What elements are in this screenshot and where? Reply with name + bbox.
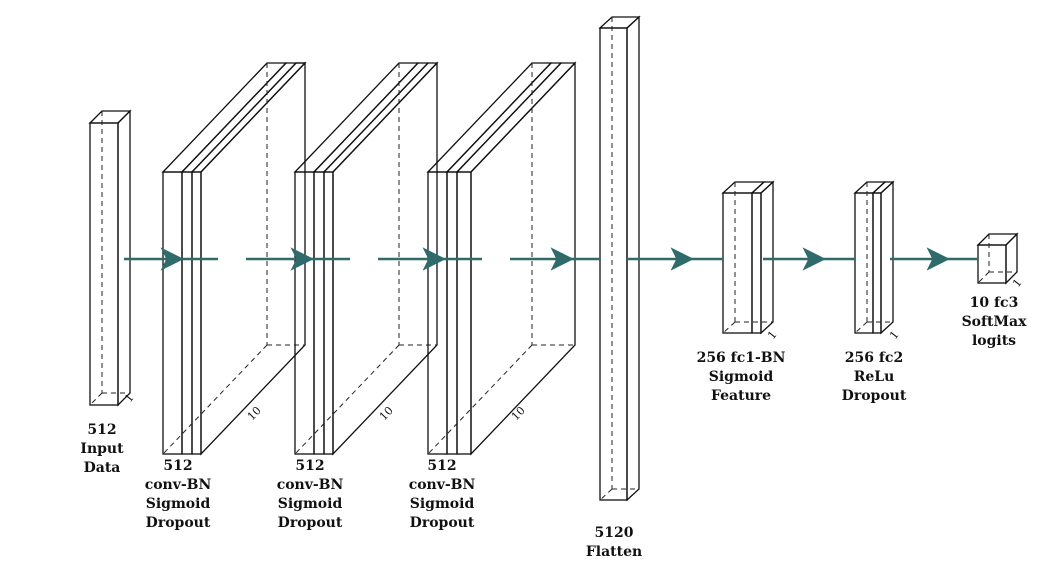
fc3-block: 1 [976,232,1025,290]
input-label: 512 Input Data [80,422,124,476]
svg-text:Sigmoid: Sigmoid [410,496,475,512]
svg-text:256 fc2: 256 fc2 [845,350,903,366]
fc1-label: 256 fc1-BN Sigmoid Feature [697,350,786,404]
svg-text:Input: Input [80,441,124,457]
svg-text:Dropout: Dropout [842,388,907,404]
svg-text:conv-BN: conv-BN [145,477,212,493]
fc-slab [854,192,874,334]
svg-text:SoftMax: SoftMax [962,314,1028,330]
fc2-depth-label: 1 [887,328,902,342]
svg-text:Flatten: Flatten [586,544,642,560]
svg-text:ReLu: ReLu [854,369,895,385]
fc2-label: 256 fc2 ReLu Dropout [842,350,907,404]
conv-depth-label-1: 10 [245,404,264,423]
fc1-depth-label: 1 [765,328,780,342]
svg-text:256 fc1-BN: 256 fc1-BN [697,350,786,366]
conv-depth-label-3: 10 [509,404,528,423]
flatten-block [598,15,641,502]
bn-slab [181,171,193,455]
svg-text:Data: Data [84,460,121,476]
svg-text:5120: 5120 [595,525,634,541]
svg-text:Dropout: Dropout [410,515,475,531]
fc2-block: 1 [853,180,902,342]
svg-text:512: 512 [163,458,192,474]
svg-text:conv-BN: conv-BN [409,477,476,493]
svg-text:conv-BN: conv-BN [277,477,344,493]
svg-text:logits: logits [972,333,1016,349]
fc-slab [722,192,753,334]
conv-label-1: 512 conv-BN Sigmoid Dropout [145,458,212,531]
fc1-block: 1 [721,180,780,342]
svg-text:Dropout: Dropout [146,515,211,531]
svg-text:Feature: Feature [711,388,771,404]
svg-text:512: 512 [87,422,116,438]
conv-block-1: 10 [161,61,307,456]
conv-label-3: 512 conv-BN Sigmoid Dropout [409,458,476,531]
fc3-depth-label: 1 [1010,276,1025,290]
svg-text:Sigmoid: Sigmoid [146,496,211,512]
dropout-slab [872,192,882,334]
bn-slab [751,192,762,334]
svg-text:Sigmoid: Sigmoid [278,496,343,512]
bn-slab [313,171,325,455]
svg-text:512: 512 [295,458,324,474]
conv-label-2: 512 conv-BN Sigmoid Dropout [277,458,344,531]
svg-text:512: 512 [427,458,456,474]
conv-slab [162,171,183,455]
fc3-label: 10 fc3 SoftMax logits [962,295,1028,349]
bn-slab [446,171,458,455]
flatten-label: 5120 Flatten [586,525,642,560]
conv-block-2: 10 [293,61,439,456]
svg-text:Sigmoid: Sigmoid [709,369,774,385]
svg-text:Dropout: Dropout [278,515,343,531]
svg-text:10 fc3: 10 fc3 [970,295,1019,311]
conv-depth-label-2: 10 [377,404,396,423]
